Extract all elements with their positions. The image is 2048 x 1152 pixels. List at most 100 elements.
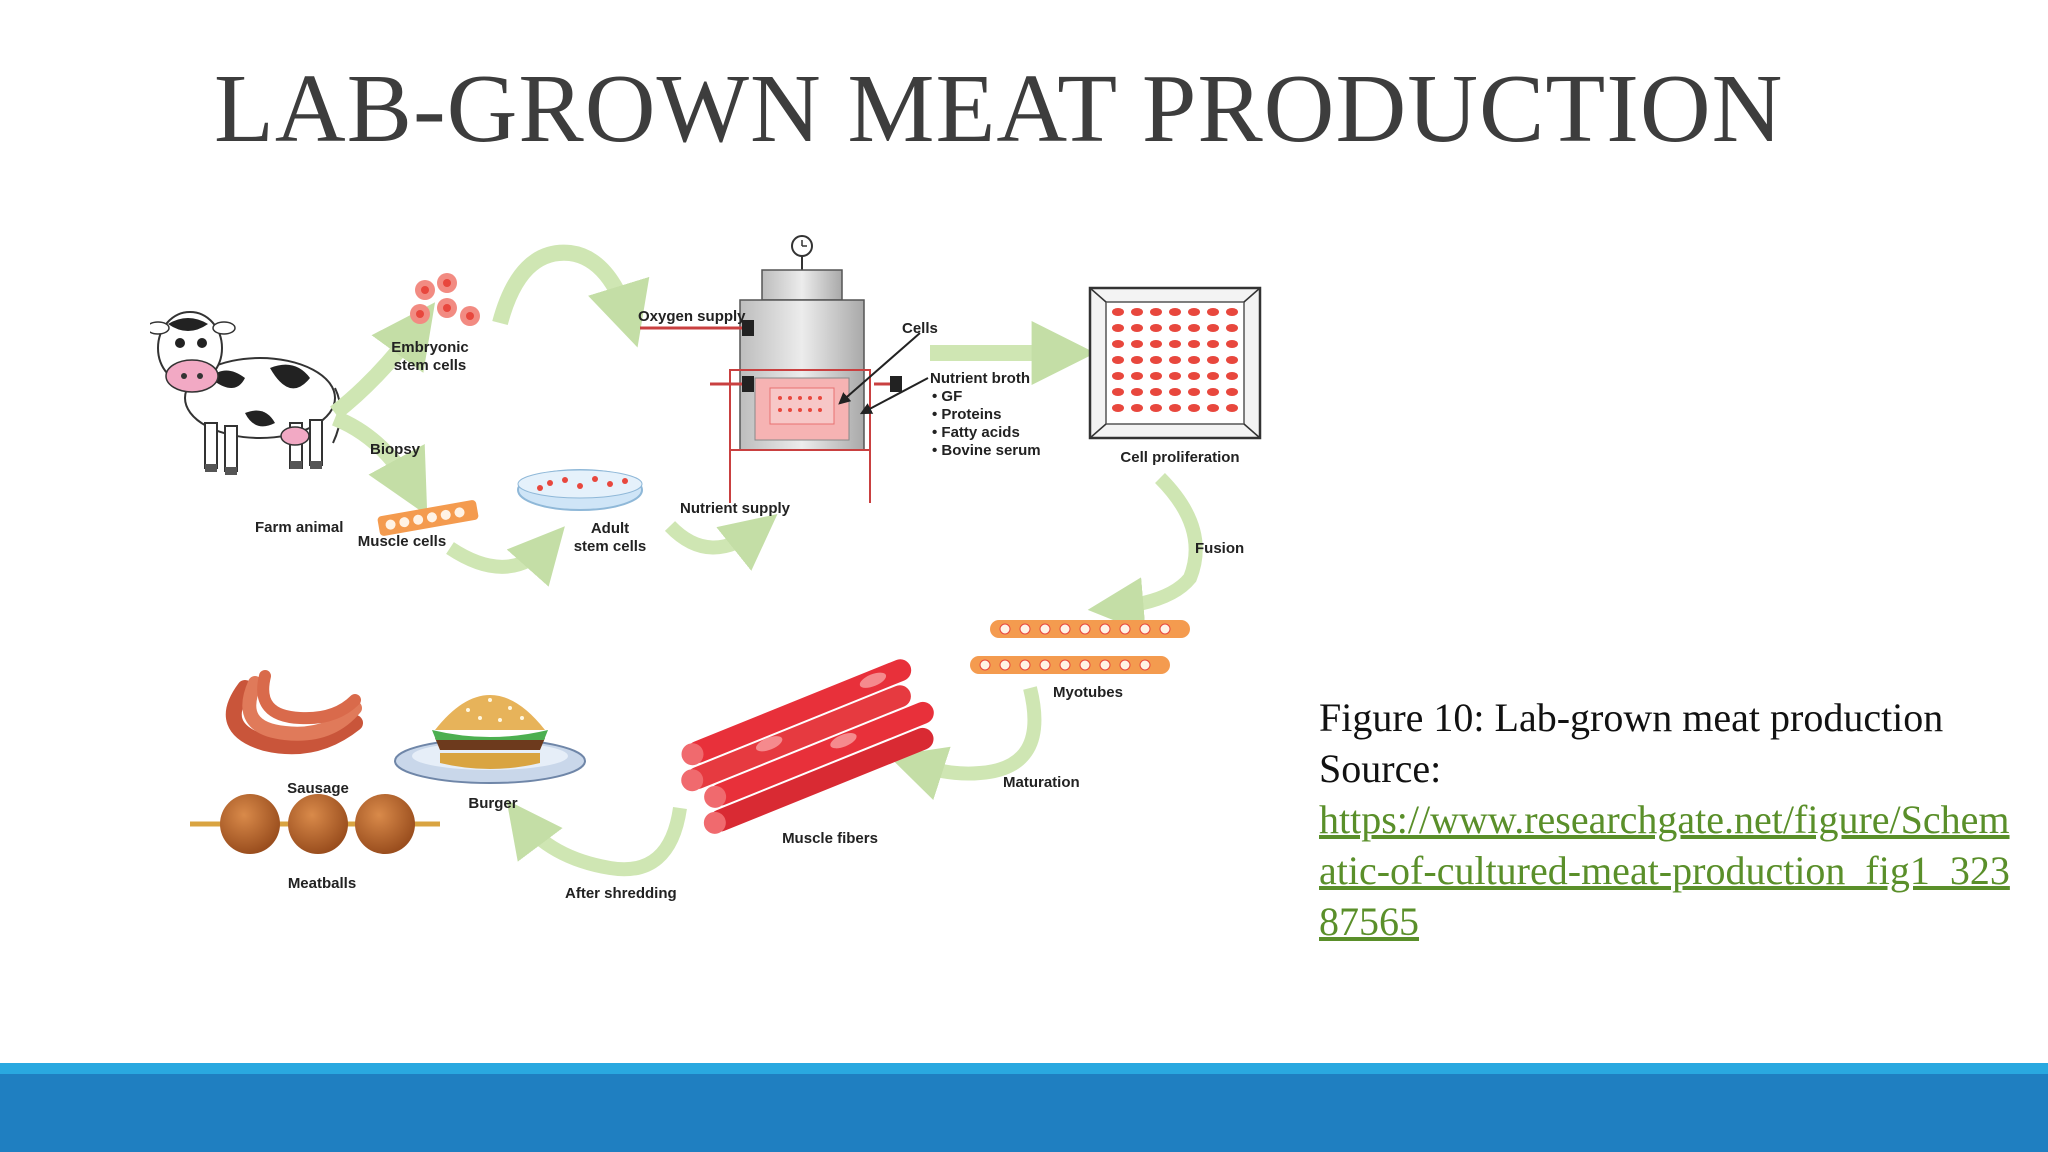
proliferating-cell bbox=[1207, 308, 1219, 316]
proliferating-cell bbox=[1226, 308, 1238, 316]
proliferating-cell bbox=[1226, 356, 1238, 364]
label-nutrient-supply: Nutrient supply bbox=[680, 500, 791, 517]
label-meatballs: Meatballs bbox=[288, 875, 356, 892]
proliferating-cell bbox=[1169, 372, 1181, 380]
proliferating-cell bbox=[1169, 356, 1181, 364]
proliferating-cell bbox=[1169, 404, 1181, 412]
proliferating-cell bbox=[1169, 340, 1181, 348]
proliferating-cell bbox=[1188, 308, 1200, 316]
footer-accent-line bbox=[0, 1063, 2048, 1074]
proliferating-cell bbox=[1169, 308, 1181, 316]
label-gf: • GF bbox=[932, 388, 962, 405]
arrow-fusion bbox=[1087, 473, 1203, 634]
proliferating-cell bbox=[1169, 388, 1181, 396]
proliferating-cell bbox=[1226, 388, 1238, 396]
muscle-cells-strip bbox=[377, 500, 479, 536]
proliferating-cell bbox=[1207, 388, 1219, 396]
footer-band bbox=[0, 1074, 2048, 1152]
label-cells: Cells bbox=[902, 320, 938, 337]
myotube-nucleus bbox=[1119, 623, 1131, 635]
cell-proliferation-tray bbox=[1088, 286, 1262, 440]
arrow-after-shredding bbox=[506, 800, 687, 877]
label-bovine-serum: • Bovine serum bbox=[932, 442, 1041, 459]
proliferating-cell bbox=[1150, 404, 1162, 412]
proliferating-cell bbox=[1150, 340, 1162, 348]
myotube-nucleus bbox=[1119, 659, 1131, 671]
myotube-nucleus bbox=[1099, 659, 1111, 671]
arrow-adult-to-bioreactor bbox=[664, 514, 778, 571]
proliferating-cell bbox=[1188, 340, 1200, 348]
myotube-nucleus bbox=[1139, 659, 1151, 671]
proliferating-cell bbox=[1150, 372, 1162, 380]
label-sausage: Sausage bbox=[287, 780, 349, 797]
sausage-illustration bbox=[225, 670, 363, 755]
proliferating-cell bbox=[1207, 356, 1219, 364]
diagram-canvas: Farm animal Biopsy Embryonic stem cells bbox=[150, 235, 1262, 902]
proliferating-cell bbox=[1112, 388, 1124, 396]
proliferating-cell bbox=[1131, 324, 1143, 332]
cow-illustration bbox=[150, 311, 342, 475]
proliferating-cell bbox=[1150, 324, 1162, 332]
proliferating-cell bbox=[1131, 372, 1143, 380]
myotube-nucleus bbox=[999, 623, 1011, 635]
proliferating-cell bbox=[1112, 324, 1124, 332]
source-label: Source: bbox=[1319, 746, 1442, 791]
cultured-meat-diagram: Farm animal Biopsy Embryonic stem cells bbox=[150, 228, 1280, 923]
myotube-nucleus bbox=[1039, 623, 1051, 635]
myotube-nucleus bbox=[999, 659, 1011, 671]
myotube-nucleus bbox=[1079, 623, 1091, 635]
proliferating-cell bbox=[1226, 404, 1238, 412]
figure-caption: Figure 10: Lab-grown meat production Sou… bbox=[1319, 692, 2019, 947]
proliferating-cell bbox=[1188, 324, 1200, 332]
myotubes bbox=[970, 620, 1190, 674]
myotube-nucleus bbox=[1059, 623, 1071, 635]
proliferating-cell bbox=[1131, 308, 1143, 316]
proliferating-cell bbox=[1150, 308, 1162, 316]
label-burger: Burger bbox=[468, 795, 517, 812]
label-proteins: • Proteins bbox=[932, 406, 1001, 423]
label-biopsy: Biopsy bbox=[370, 441, 421, 458]
label-embryonic-1: Embryonic bbox=[391, 339, 469, 356]
source-link[interactable]: https://www.researchgate.net/figure/Sche… bbox=[1319, 797, 2010, 944]
proliferating-cell bbox=[1131, 404, 1143, 412]
burger-illustration bbox=[394, 695, 586, 784]
figure-caption-title: Figure 10: Lab-grown meat production bbox=[1319, 695, 1944, 740]
label-muscle-cells: Muscle cells bbox=[358, 533, 446, 550]
myotube-nucleus bbox=[979, 659, 991, 671]
proliferating-cell bbox=[1188, 404, 1200, 412]
proliferating-cell bbox=[1112, 372, 1124, 380]
label-nutrient-broth: Nutrient broth bbox=[930, 370, 1030, 387]
proliferating-cell bbox=[1188, 372, 1200, 380]
arrow-to-embryonic bbox=[330, 302, 436, 420]
muscle-fibers-bundle bbox=[681, 659, 934, 834]
label-adult-1: Adult bbox=[591, 520, 629, 537]
meatballs-illustration bbox=[190, 794, 440, 854]
label-muscle-fibers: Muscle fibers bbox=[782, 830, 878, 847]
proliferating-cell bbox=[1207, 372, 1219, 380]
label-fatty-acids: • Fatty acids bbox=[932, 424, 1020, 441]
proliferating-cell bbox=[1226, 372, 1238, 380]
label-myotubes: Myotubes bbox=[1053, 684, 1123, 701]
myotube-nucleus bbox=[1019, 659, 1031, 671]
myotube-nucleus bbox=[1099, 623, 1111, 635]
arrow-to-muscle-cells bbox=[331, 410, 428, 516]
proliferating-cell bbox=[1112, 340, 1124, 348]
arrow-to-adult-stem-cells bbox=[446, 526, 565, 587]
proliferating-cell bbox=[1188, 388, 1200, 396]
myotube-nucleus bbox=[1019, 623, 1031, 635]
adult-stem-cells-dish bbox=[517, 469, 643, 511]
myotube-nucleus bbox=[1039, 659, 1051, 671]
slide-title: LAB-GROWN MEAT PRODUCTION bbox=[214, 55, 1784, 163]
myotube-nucleus bbox=[1079, 659, 1091, 671]
arrow-embryonic-to-bioreactor bbox=[492, 244, 650, 348]
proliferating-cell bbox=[1131, 388, 1143, 396]
label-adult-2: stem cells bbox=[574, 538, 647, 555]
proliferating-cell bbox=[1226, 340, 1238, 348]
label-cell-proliferation: Cell proliferation bbox=[1120, 449, 1239, 466]
proliferating-cell bbox=[1150, 388, 1162, 396]
proliferating-cell bbox=[1207, 340, 1219, 348]
arrow-maturation bbox=[888, 686, 1042, 801]
label-after-shredding: After shredding bbox=[565, 885, 677, 902]
embryonic-stem-cells bbox=[410, 273, 480, 326]
label-embryonic-2: stem cells bbox=[394, 357, 467, 374]
